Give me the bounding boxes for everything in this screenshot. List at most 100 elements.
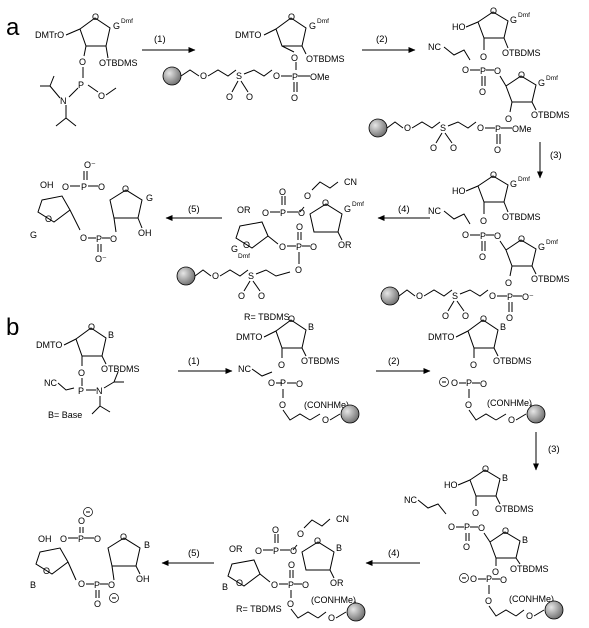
phosphorus: P — [78, 386, 84, 396]
b-step-3-label: (3) — [548, 444, 560, 455]
svg-text:O: O — [304, 191, 311, 201]
svg-text:O: O — [480, 52, 487, 62]
svg-text:O: O — [518, 234, 525, 244]
svg-text:OH: OH — [40, 180, 54, 190]
svg-text:(CONHMe): (CONHMe) — [304, 400, 349, 410]
svg-text:OR: OR — [338, 240, 352, 250]
phosphorus: P — [480, 66, 486, 76]
svg-text:CN: CN — [344, 177, 357, 187]
svg-text:O: O — [502, 526, 509, 536]
svg-text:O: O — [302, 580, 309, 590]
svg-text:(CONHMe): (CONHMe) — [487, 398, 532, 408]
a-step-5-label: (5) — [188, 204, 200, 215]
svg-text:O: O — [479, 87, 486, 97]
svg-text:O: O — [518, 70, 525, 80]
svg-text:G: G — [146, 193, 153, 203]
phosphorus: P — [94, 580, 100, 590]
svg-text:B: B — [30, 580, 36, 590]
svg-text:Dmf: Dmf — [238, 253, 250, 260]
svg-text:O: O — [485, 596, 492, 606]
phosphorus: P — [96, 234, 102, 244]
svg-text:HO: HO — [452, 22, 466, 32]
svg-text:(CONHMe): (CONHMe) — [509, 594, 554, 604]
anion-charge — [83, 507, 93, 517]
svg-text:O: O — [43, 566, 50, 576]
svg-text:O: O — [470, 574, 477, 584]
svg-text:O: O — [462, 65, 469, 75]
a6-cyclic-di-gmp: O⁻ P O O OH O G O P O O⁻ O G OH — [30, 160, 153, 264]
sulfone-s: S — [236, 71, 242, 81]
svg-text:G: G — [30, 230, 37, 240]
svg-text:OR: OR — [330, 578, 344, 588]
a2-support-monomer: O S O O O P OMe O O DMTO O G Dmf OTBDMS — [162, 12, 345, 103]
svg-text:O: O — [88, 322, 95, 332]
svg-text:O: O — [295, 265, 302, 275]
svg-text:HO: HO — [444, 480, 458, 490]
svg-text:NC: NC — [44, 378, 57, 388]
svg-text:O: O — [451, 378, 458, 388]
b-step-1-label: (1) — [188, 356, 200, 367]
svg-text:O: O — [268, 378, 275, 388]
svg-text:O: O — [322, 415, 329, 425]
svg-text:G: G — [309, 21, 316, 31]
svg-text:O: O — [526, 611, 533, 621]
nitrogen: N — [60, 96, 67, 106]
svg-text:O: O — [236, 578, 243, 588]
svg-text:O: O — [78, 579, 85, 589]
svg-text:O: O — [494, 145, 501, 155]
svg-text:G: G — [510, 179, 517, 189]
svg-text:Dmf: Dmf — [518, 176, 530, 183]
b-step-2-label: (2) — [388, 356, 400, 367]
nitrogen: N — [96, 386, 103, 396]
svg-text:DMTO: DMTO — [235, 30, 261, 40]
svg-text:OTBDMS: OTBDMS — [531, 274, 570, 284]
svg-text:O: O — [122, 184, 129, 194]
svg-text:Dmf: Dmf — [546, 75, 558, 82]
svg-text:O: O — [463, 542, 470, 552]
phosphorus: P — [78, 534, 84, 544]
svg-text:O: O — [78, 368, 85, 378]
svg-text:O: O — [271, 580, 278, 590]
svg-text:Dmf: Dmf — [352, 201, 364, 208]
svg-text:O: O — [60, 534, 67, 544]
svg-text:O: O — [238, 291, 245, 301]
b4-dimer-support: HO O B OTBDMS O NC O P O O O B OTBDMS O … — [404, 464, 564, 621]
phosphorus: P — [466, 378, 472, 388]
anion-charge — [459, 573, 469, 583]
svg-text:O: O — [291, 93, 298, 103]
svg-text:OTBDMS: OTBDMS — [502, 48, 541, 58]
svg-text:B: B — [500, 322, 506, 332]
phosphorus: P — [296, 242, 302, 252]
svg-text:O: O — [490, 6, 497, 16]
svg-text:O: O — [477, 123, 484, 133]
svg-text:O: O — [416, 291, 423, 301]
svg-text:O: O — [479, 252, 486, 262]
svg-text:O: O — [442, 311, 449, 321]
r-equals-note: R= TBDMS — [244, 312, 290, 322]
svg-text:O: O — [279, 400, 286, 410]
svg-text:O: O — [430, 143, 437, 153]
base-note: B= Base — [48, 410, 82, 420]
svg-text:B: B — [336, 543, 342, 553]
a1-phosphoramidite: DMTrO O G Dmf OTBDMS O P O N — [35, 12, 138, 127]
anion-charge — [439, 377, 449, 387]
a-step-3-label: (3) — [550, 150, 562, 161]
svg-text:O: O — [465, 400, 472, 410]
svg-text:O: O — [480, 216, 487, 226]
svg-text:NC: NC — [238, 364, 251, 374]
svg-text:O: O — [94, 534, 101, 544]
b1-phosphoramidite: DMTO O B OTBDMS O P NC N B= Base — [36, 322, 140, 420]
phosphorus: P — [464, 522, 470, 532]
svg-text:Dmf: Dmf — [317, 18, 329, 25]
svg-text:O: O — [296, 222, 303, 232]
phosphorus: P — [480, 231, 486, 241]
svg-text:OR: OR — [237, 205, 251, 215]
phosphorus: P — [81, 182, 87, 192]
svg-text:O: O — [258, 291, 265, 301]
b3-h-phosphonate: DMTO O B OTBDMS O O P O O (CONHMe) 2 O — [428, 314, 546, 425]
svg-text:O: O — [310, 242, 317, 252]
svg-text:O: O — [450, 143, 457, 153]
svg-text:O: O — [482, 464, 489, 474]
svg-text:Dmf: Dmf — [546, 239, 558, 246]
svg-text:O: O — [80, 233, 87, 243]
